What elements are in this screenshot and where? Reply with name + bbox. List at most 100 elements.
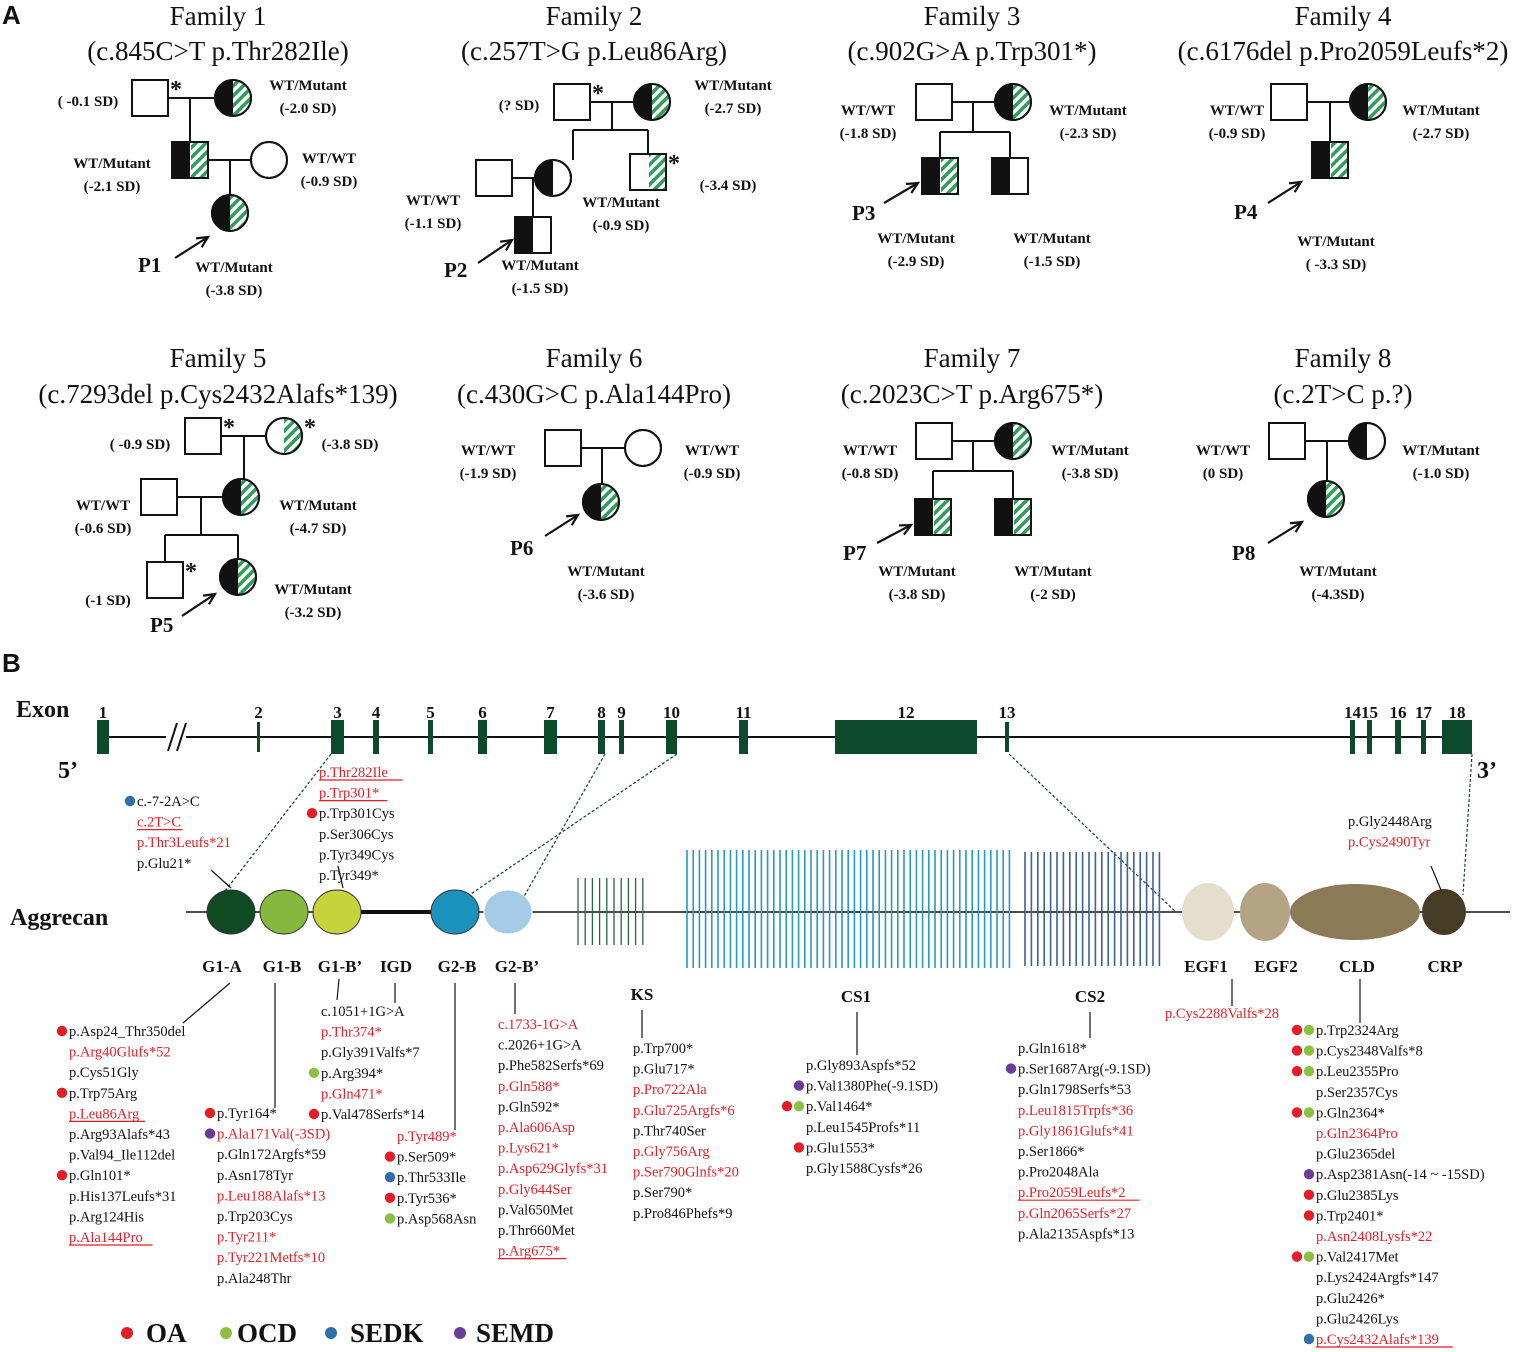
hatch-fill [233,81,250,115]
circle-outline [994,422,1032,460]
circle-outline [1348,422,1386,460]
pedigree-member: WT/Mutant(-3.8 SD) [878,498,956,603]
circle-outline [624,429,662,467]
left-half-fill [995,84,1013,120]
family-title: Family 5 [170,343,267,373]
genotype-label: (-4.7 SD) [290,521,347,537]
mutation-entry: p.Gln2364Pro [1316,1126,1398,1142]
domain-egf1 [1182,883,1234,941]
genotype-label: (-3.8 SD) [889,587,946,603]
mapping-line [1462,753,1473,896]
circle-outline [265,417,303,455]
legend-dot-purple [454,1327,466,1339]
circle-outline [222,478,260,516]
exon-number: 2 [254,703,263,722]
family-2: Family 2(c.257T>G p.Leu86Arg)*(? SD)WT/M… [405,1,772,297]
mutation-entry: p.Trp2324Arg [1316,1023,1399,1039]
mutation-entry: p.Ser2357Cys [1316,1085,1398,1101]
domain-label: CS2 [1075,987,1105,1006]
exon-10 [666,720,677,754]
exon-11 [739,720,748,754]
square-outline [915,422,953,460]
domain-g2-b-prime [483,889,533,935]
pedigree-member: WT/Mutant(-4.3SD) [1299,480,1377,603]
circle-outline [994,83,1032,121]
mutation-entry: p.Ala2135Aspfs*13 [1018,1226,1134,1242]
disease-dot-red [1291,1045,1303,1056]
mutation-entry: p.Gly2448Arg [1348,814,1432,830]
mutation-entry: p.Ala606Asp [498,1120,575,1136]
exon-4 [373,720,379,754]
mutation-entry: p.Leu1545Profs*11 [806,1120,920,1136]
square-outline [514,216,552,254]
family-7: Family 7(c.2023C>T p.Arg675*)WT/WT(-0.8 … [841,343,1129,603]
disease-dot-red [56,1170,68,1181]
genotype-label: WT/Mutant [567,564,645,580]
exon-6 [478,720,487,754]
family-6: Family 6(c.430G>C p.Ala144Pro)WT/WT(-1.9… [457,343,740,603]
disease-dot-red [306,808,318,819]
disease-dot-green [308,1067,320,1079]
mutation-entry: p.Cys2432Alafs*139 [1316,1332,1439,1348]
pedigree-member: WT/Mutant(-2.1 SD) [73,141,209,195]
mutation-entry: p.Ser1687Arg(-9.1SD) [1018,1062,1151,1078]
exon-number: 13 [999,703,1016,722]
exon-17 [1421,720,1426,754]
pedigree-member: WT/WT(-1.1 SD) [405,159,513,232]
exon-5 [428,720,433,754]
mutation-entry: c.2026+1G>A [498,1038,582,1054]
disease-dot-red [793,1142,805,1153]
pedigree-member: WT/Mutant(-1.5 SD) [991,157,1091,270]
mutation-entry: p.Ser306Cys [319,827,394,843]
mutation-group: c.1051+1G>Ap.Thr374*p.Gly391Valfs*7p.Arg… [308,1004,425,1123]
genotype-label: WT/WT [76,498,130,514]
mutation-entry: p.Glu1553* [806,1140,875,1156]
proband-arrow-head [905,181,921,194]
exon-number: 17 [1415,703,1433,722]
disease-dot-red [1291,1251,1303,1262]
proband-arrow-head [565,513,581,526]
square-outline [629,153,667,191]
genotype-label: (-1.8 SD) [840,126,897,142]
panel-label-b: B [2,648,21,678]
mutation-entry: p.Gln1798Serfs*53 [1018,1082,1131,1098]
genotype-label: WT/Mutant [582,195,660,211]
mutation-entry: p.Thr533Ile [397,1170,466,1186]
mutation-entry: p.Tyr221Metfs*10 [217,1250,325,1266]
square-outline [991,157,1029,195]
proband-arrow-shaft [477,239,513,264]
left-half-fill [1312,142,1330,178]
sampled-asterisk: * [592,81,604,107]
pedigree-member: WT/Mutant(-2.9 SD) [877,157,959,270]
hatch-fill [284,419,301,453]
family-variant: (c.7293del p.Cys2432Alafs*139) [38,379,397,409]
exon-9 [619,720,624,754]
mutation-entry: c.1733-1G>A [498,1017,579,1033]
disease-dot-red [204,1107,216,1119]
family-variant: (c.2023C>T p.Arg675*) [841,379,1103,409]
exon-7 [544,720,557,754]
genotype-label: WT/WT [461,443,515,459]
family-4: Family 4(c.6176del p.Pro2059Leufs*2)WT/W… [1178,1,1509,273]
mutation-entry: p.Asp24_Thr350del [69,1024,185,1040]
genotype-label: (-1.5 SD) [1024,254,1081,270]
exon-16 [1395,720,1401,754]
genotype-label: WT/Mutant [279,498,357,514]
pedigree-member: WT/Mutant( -3.3 SD) [1297,141,1375,273]
square-symbol [140,478,178,516]
pedigree-member: *(-1 SD) [85,559,197,609]
mutation-entry: p.Leu2355Pro [1316,1064,1399,1080]
mutation-entry: p.Ser790Glnfs*20 [633,1165,739,1181]
mutation-group: p.Asp24_Thr350delp.Arg40Glufs*52p.Cys51G… [56,1024,185,1246]
square-symbol [1268,422,1306,460]
hatch-fill [191,143,207,177]
legend-dot-red [121,1327,133,1339]
mutation-entry: p.Trp301* [319,786,379,802]
protein-name: Aggrecan [10,905,108,931]
mutation-group: p.Trp2324Argp.Cys2348Valfs*8p.Leu2355Pro… [1291,1023,1485,1348]
genotype-label: (-1.9 SD) [460,466,517,482]
family-title: Family 3 [924,1,1021,31]
genotype-label: (-1.1 SD) [405,216,462,232]
exon-3 [331,720,344,754]
exon-14 [1350,720,1355,754]
